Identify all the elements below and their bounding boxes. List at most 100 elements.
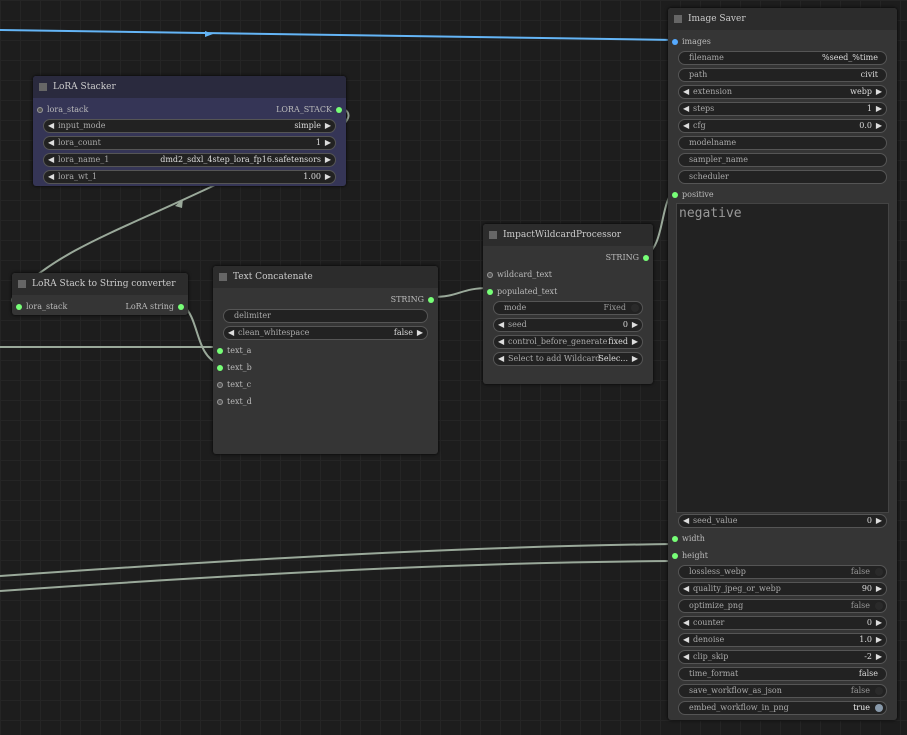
arrow-right-icon[interactable]: ▶ — [875, 104, 882, 113]
arrow-right-icon[interactable]: ▶ — [875, 87, 882, 96]
input-slot-text-c[interactable]: text_c — [217, 380, 251, 389]
toggle-knob-icon[interactable] — [875, 602, 883, 610]
arrow-right-icon[interactable]: ▶ — [875, 652, 882, 661]
arrow-right-icon[interactable]: ▶ — [324, 138, 331, 147]
widget-filename[interactable]: filename%seed_%time — [678, 51, 887, 65]
widget-modelname[interactable]: modelname — [678, 136, 887, 150]
lora-stack-to-string-node[interactable]: LoRA Stack to String converter lora_stack… — [12, 273, 188, 315]
slot-dot-icon[interactable] — [487, 289, 493, 295]
input-slot-lora-stack[interactable]: lora_stack — [16, 302, 67, 311]
toggle-knob-icon[interactable] — [631, 304, 639, 312]
arrow-left-icon[interactable]: ◀ — [498, 337, 505, 346]
arrow-left-icon[interactable]: ◀ — [683, 87, 690, 96]
slot-dot-icon[interactable] — [16, 304, 22, 310]
arrow-left-icon[interactable]: ◀ — [498, 320, 505, 329]
input-slot-text-b[interactable]: text_b — [217, 363, 252, 372]
input-slot-populated-text[interactable]: populated_text — [487, 287, 557, 296]
arrow-left-icon[interactable]: ◀ — [228, 328, 235, 337]
arrow-left-icon[interactable]: ◀ — [48, 172, 55, 181]
input-slot-images[interactable]: images — [672, 37, 711, 46]
arrow-right-icon[interactable]: ▶ — [324, 155, 331, 164]
slot-dot-icon[interactable] — [643, 255, 649, 261]
arrow-left-icon[interactable]: ◀ — [683, 618, 690, 627]
slot-dot-icon[interactable] — [178, 304, 184, 310]
input-slot-wildcard-text[interactable]: wildcard_text — [487, 270, 552, 279]
input-slot-positive[interactable]: positive — [672, 190, 714, 199]
arrow-left-icon[interactable]: ◀ — [48, 155, 55, 164]
slot-dot-icon[interactable] — [336, 107, 342, 113]
node-title[interactable]: Text Concatenate — [213, 266, 438, 288]
arrow-right-icon[interactable]: ▶ — [875, 618, 882, 627]
slot-dot-icon[interactable] — [37, 107, 43, 113]
slot-dot-icon[interactable] — [217, 365, 223, 371]
arrow-right-icon[interactable]: ▶ — [631, 337, 638, 346]
slot-dot-icon[interactable] — [217, 348, 223, 354]
toggle-knob-icon[interactable] — [875, 687, 883, 695]
input-slot-width[interactable]: width — [672, 534, 705, 543]
collapse-toggle-icon[interactable] — [219, 273, 227, 281]
slot-dot-icon[interactable] — [672, 536, 678, 542]
slot-dot-icon[interactable] — [672, 39, 678, 45]
arrow-right-icon[interactable]: ▶ — [631, 354, 638, 363]
arrow-left-icon[interactable]: ◀ — [498, 354, 505, 363]
arrow-right-icon[interactable]: ▶ — [875, 584, 882, 593]
slot-dot-icon[interactable] — [217, 399, 223, 405]
output-slot-string[interactable]: STRING — [391, 295, 434, 304]
arrow-left-icon[interactable]: ◀ — [683, 121, 690, 130]
output-slot-string[interactable]: STRING — [606, 253, 649, 262]
node-title[interactable]: LoRA Stack to String converter — [12, 273, 188, 295]
slot-dot-icon[interactable] — [487, 272, 493, 278]
arrow-right-icon[interactable]: ▶ — [324, 172, 331, 181]
collapse-toggle-icon[interactable] — [18, 280, 26, 288]
input-slot-lora-stack[interactable]: lora_stack — [37, 105, 88, 114]
negative-prompt-textarea[interactable]: negative — [676, 203, 889, 513]
slot-dot-icon[interactable] — [217, 382, 223, 388]
toggle-knob-icon[interactable] — [875, 568, 883, 576]
arrow-right-icon[interactable]: ▶ — [875, 121, 882, 130]
arrow-right-icon[interactable]: ▶ — [631, 320, 638, 329]
collapse-toggle-icon[interactable] — [489, 231, 497, 239]
input-slot-text-a[interactable]: text_a — [217, 346, 251, 355]
slot-dot-icon[interactable] — [428, 297, 434, 303]
collapse-toggle-icon[interactable] — [674, 15, 682, 23]
widget-clip-skip[interactable]: ◀▶clip_skip-2 — [678, 650, 887, 664]
arrow-left-icon[interactable]: ◀ — [683, 652, 690, 661]
arrow-right-icon[interactable]: ▶ — [324, 121, 331, 130]
node-title[interactable]: LoRA Stacker — [33, 76, 346, 98]
node-title[interactable]: ImpactWildcardProcessor — [483, 224, 653, 246]
arrow-right-icon[interactable]: ▶ — [875, 516, 882, 525]
arrow-left-icon[interactable]: ◀ — [683, 104, 690, 113]
collapse-toggle-icon[interactable] — [39, 83, 47, 91]
arrow-right-icon[interactable]: ▶ — [416, 328, 423, 337]
input-slot-text-d[interactable]: text_d — [217, 397, 252, 406]
widget-scheduler[interactable]: scheduler — [678, 170, 887, 184]
arrow-left-icon[interactable]: ◀ — [683, 516, 690, 525]
arrow-left-icon[interactable]: ◀ — [48, 138, 55, 147]
output-slot-lora-string[interactable]: LoRA string — [126, 302, 184, 311]
slot-dot-icon[interactable] — [672, 192, 678, 198]
widget-sampler-name[interactable]: sampler_name — [678, 153, 887, 167]
slot-dot-icon[interactable] — [672, 553, 678, 559]
